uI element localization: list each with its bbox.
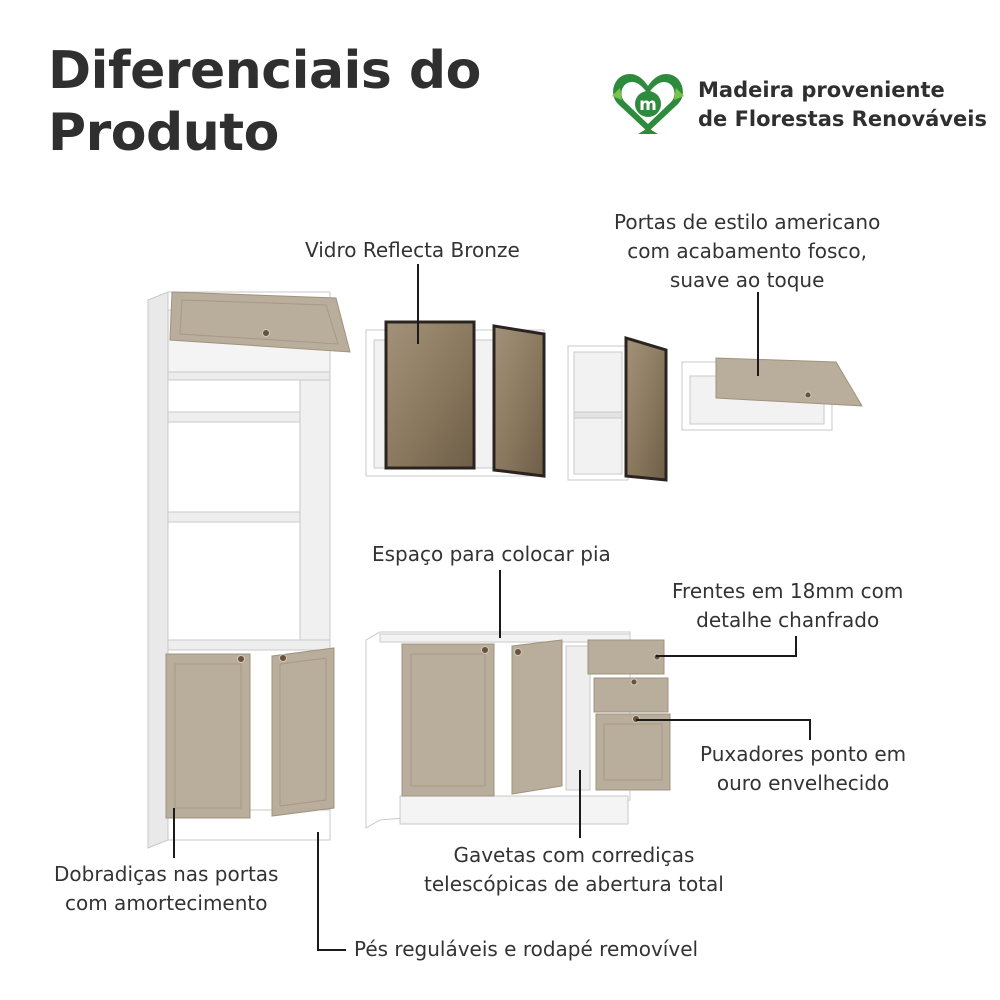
recycle-leaf-icon: m [612, 74, 684, 134]
sink-base-cabinet [365, 631, 671, 829]
label-puxadores-line-2: ouro envelhecido [716, 771, 890, 795]
label-frentes-line-1: Frentes em 18mm com [672, 579, 904, 603]
label-dobradicas: Dobradiças nas portas com amortecimento [54, 860, 278, 918]
label-pes-regulaveis: Pés reguláveis e rodapé removível [354, 935, 698, 964]
label-gavetas-line-2: telescópicas de abertura total [424, 872, 724, 896]
label-pes-text: Pés reguláveis e rodapé removível [354, 937, 699, 961]
flap-wall-cabinet [681, 357, 863, 431]
badge-line-1: Madeira proveniente [698, 78, 945, 102]
page-title: Diferenciais do Produto [48, 40, 481, 164]
leader-lines [173, 264, 811, 951]
title-line-2: Produto [48, 103, 279, 163]
label-portas-line-3: suave ao toque [669, 268, 825, 292]
logo-letter: m [639, 95, 657, 115]
label-portas-estilo: Portas de estilo americano com acabament… [614, 208, 880, 295]
glass-wall-cabinet [365, 320, 546, 478]
leader-frentes [656, 636, 797, 657]
label-frentes-line-2: detalhe chanfrado [696, 608, 880, 632]
label-gavetas-line-1: Gavetas com corrediças [453, 843, 695, 867]
tall-cabinet [147, 291, 351, 849]
glass-single-cabinet [567, 335, 668, 482]
label-portas-line-2: com acabamento fosco, [627, 239, 868, 263]
badge-line-2: de Florestas Renováveis [698, 107, 987, 131]
label-espaco-text: Espaço para colocar pia [372, 542, 611, 566]
label-frentes: Frentes em 18mm com detalhe chanfrado [672, 577, 903, 635]
label-gavetas: Gavetas com corrediças telescópicas de a… [424, 841, 724, 899]
title-line-1: Diferenciais do [48, 41, 481, 101]
label-dobradicas-line-2: com amortecimento [64, 891, 268, 915]
label-vidro-reflecta: Vidro Reflecta Bronze [305, 236, 520, 265]
label-puxadores-line-1: Puxadores ponto em [700, 742, 907, 766]
label-espaco-pia: Espaço para colocar pia [372, 540, 611, 569]
renewable-wood-badge: Madeira proveniente de Florestas Renováv… [698, 76, 987, 134]
label-vidro-text: Vidro Reflecta Bronze [305, 238, 520, 262]
label-puxadores: Puxadores ponto em ouro envelhecido [700, 740, 906, 798]
label-portas-line-1: Portas de estilo americano [614, 210, 881, 234]
leader-pes [317, 832, 346, 951]
leader-puxadores [636, 719, 811, 740]
label-dobradicas-line-1: Dobradiças nas portas [54, 862, 279, 886]
